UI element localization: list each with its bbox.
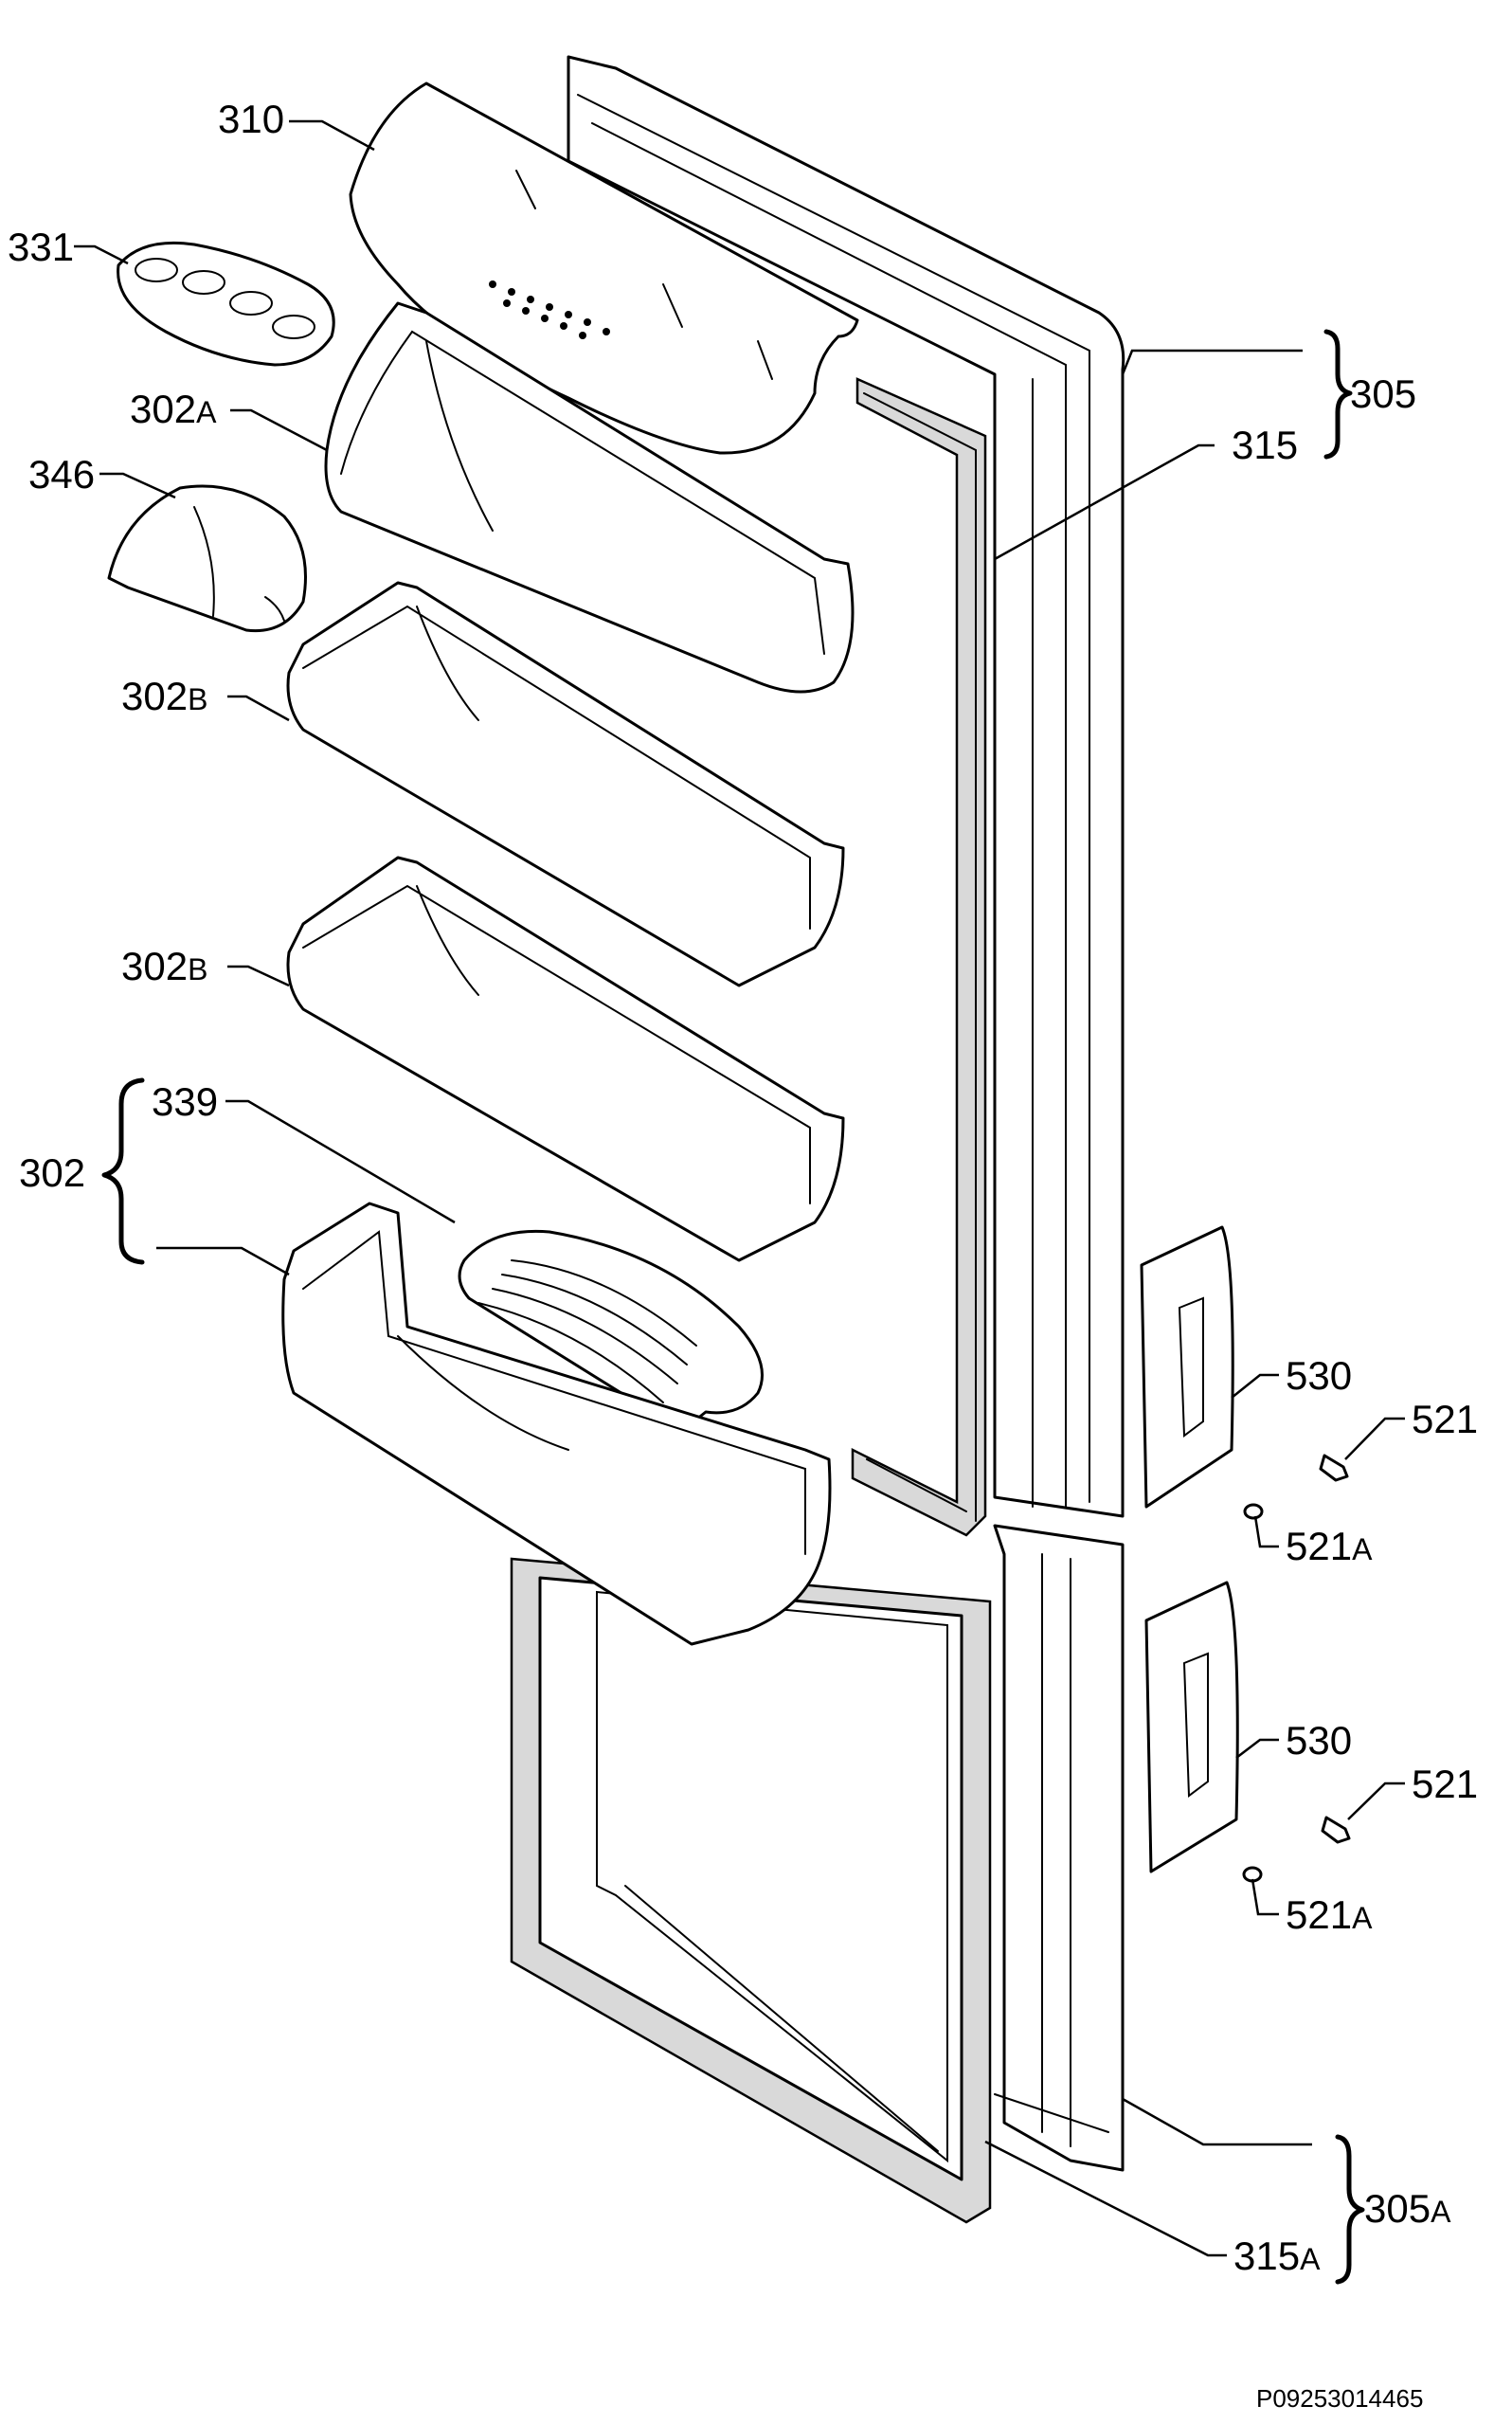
drawing-code: P09253014465 (1256, 2384, 1423, 2413)
lower-door-panel (993, 1524, 1125, 2172)
part-530-handle-upper (1140, 1225, 1234, 1509)
brace-305a (1335, 2134, 1365, 2285)
label-346: 346 (28, 452, 95, 497)
part-530-handle-lower (1144, 1581, 1239, 1873)
part-302-bottom-shelf (281, 1202, 832, 1646)
label-521a-upper: 521A (1286, 1524, 1373, 1568)
part-labels: 310 331 302A 346 302B 302B 339 302 305 3… (8, 97, 1478, 2278)
part-339-bottle-holder (458, 1229, 764, 1433)
part-521a-cap-upper (1243, 1503, 1264, 1520)
upper-door-gasket (851, 377, 987, 1537)
label-530-lower: 530 (1286, 1718, 1352, 1763)
braces (101, 329, 1365, 2285)
part-310-flap-lid (349, 81, 859, 455)
part-521-screw-lower (1321, 1816, 1351, 1844)
label-315a: 315A (1233, 2234, 1321, 2278)
label-302a: 302A (130, 387, 217, 431)
label-315: 315 (1232, 423, 1298, 467)
part-302b-shelf-1 (286, 581, 845, 987)
lower-door-gasket (510, 1557, 992, 2224)
label-305a: 305A (1364, 2186, 1451, 2231)
brace-305 (1323, 329, 1353, 460)
part-521a-cap-lower (1242, 1866, 1263, 1883)
brace-302 (101, 1077, 145, 1265)
label-331: 331 (8, 225, 74, 269)
label-521-upper: 521 (1412, 1397, 1478, 1441)
label-530-upper: 530 (1286, 1353, 1352, 1398)
leader-lines (74, 119, 1405, 2257)
label-521-lower: 521 (1412, 1762, 1478, 1806)
part-521-screw-upper (1319, 1454, 1349, 1482)
label-339: 339 (152, 1079, 218, 1124)
part-302a-shelf (324, 301, 855, 694)
label-302: 302 (19, 1150, 85, 1195)
label-521a-lower: 521A (1286, 1892, 1373, 1937)
label-305: 305 (1350, 371, 1416, 416)
part-302b-shelf-2 (286, 856, 845, 1262)
vent-holes (489, 280, 610, 339)
label-310: 310 (218, 97, 284, 141)
upper-door-panel (567, 55, 1125, 1518)
part-346-butter-dish (107, 484, 307, 633)
label-302b-2: 302B (121, 944, 207, 988)
label-302b-1: 302B (121, 674, 207, 718)
part-331-egg-tray (117, 241, 335, 367)
